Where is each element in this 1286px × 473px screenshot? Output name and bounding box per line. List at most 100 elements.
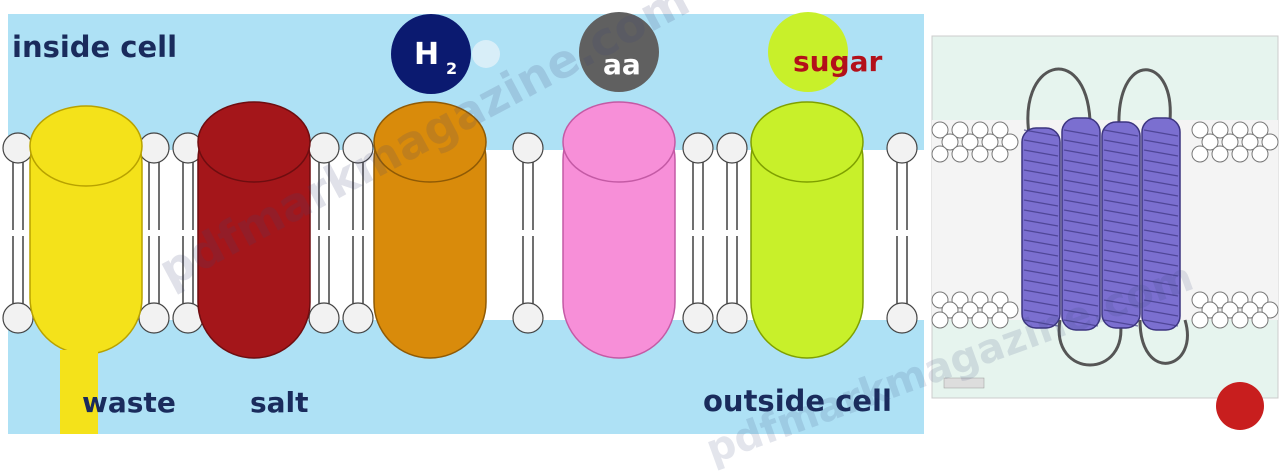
protein-panel-lipid-head — [931, 121, 949, 139]
helix-stripe — [1063, 179, 1099, 187]
helix-stripe — [1143, 269, 1179, 277]
helix-stripe — [1103, 249, 1139, 257]
protein-panel-lipid-head — [1231, 311, 1249, 329]
helix-stripe — [1063, 159, 1099, 167]
helix-stripe — [1143, 239, 1179, 247]
lipid-head — [342, 302, 374, 334]
helix-stripe — [1023, 269, 1059, 277]
lipid-head — [682, 302, 714, 334]
helix-stripe — [1143, 169, 1179, 177]
helix-stripe — [1023, 239, 1059, 247]
helix-stripe — [1143, 199, 1179, 207]
helix-stripe — [1143, 219, 1179, 227]
protein-panel-lipid-head — [951, 145, 969, 163]
helix-stripe — [1023, 249, 1059, 257]
protein-panel-lipid-head — [991, 121, 1009, 139]
channel-amino-acid — [562, 101, 676, 359]
helix-stripe — [1103, 149, 1139, 157]
helix-stripe — [1063, 189, 1099, 197]
lipid-head — [512, 132, 544, 164]
lipid-head — [308, 132, 340, 164]
helix-stripe — [1063, 199, 1099, 207]
helix-stripe — [1063, 149, 1099, 157]
helix-stripe — [1103, 219, 1139, 227]
channel-water — [373, 101, 487, 359]
helix-stripe — [1063, 229, 1099, 237]
protein-panel-lipid-head — [1211, 145, 1229, 163]
helix-stripe — [1143, 189, 1179, 197]
helix-stripe — [1103, 259, 1139, 267]
helix-stripe — [1063, 319, 1099, 327]
helix-stripe — [1103, 169, 1139, 177]
water-h-label: H — [414, 37, 439, 72]
protein-panel-lipid-head — [971, 311, 989, 329]
helix-stripe — [1103, 139, 1139, 147]
helix-stripe — [1023, 159, 1059, 167]
helix-stripe — [1143, 279, 1179, 287]
helix-stripe — [1023, 199, 1059, 207]
lipid-head — [2, 302, 34, 334]
protein-panel-lipid-head — [931, 145, 949, 163]
sugar-molecule — [768, 12, 848, 92]
helix-stripe — [1023, 209, 1059, 217]
protein-panel-lipid-head — [991, 311, 1009, 329]
lipid-tails — [12, 162, 908, 304]
helix-stripe — [1023, 129, 1059, 137]
protein-panel-lipid-head — [1221, 133, 1239, 151]
helix-stripe — [1023, 299, 1059, 307]
helix-stripe — [1023, 189, 1059, 197]
protein-panel-lipid-head — [981, 133, 999, 151]
amino-acid-molecule: aa — [579, 12, 659, 92]
helix-stripe — [1023, 139, 1059, 147]
protein-panel-lipid-head — [1191, 311, 1209, 329]
helix-stripe — [1063, 129, 1099, 137]
protein-panel-lipid-head — [1211, 311, 1229, 329]
helix-stripe — [1023, 309, 1059, 317]
helix-stripe — [1063, 259, 1099, 267]
helix-stripe — [1063, 169, 1099, 177]
protein-panel-lipid-head — [1231, 145, 1249, 163]
water-subscript-label: 2 — [446, 59, 457, 78]
lipid-heads — [2, 132, 918, 334]
helix-stripe — [1143, 159, 1179, 167]
helix-stripe — [1023, 319, 1059, 327]
helix-stripe — [1023, 179, 1059, 187]
helix-stripe — [1103, 279, 1139, 287]
water-molecule: H 2 — [391, 14, 500, 94]
sugar-label: sugar — [793, 45, 883, 78]
helix-stripe — [1103, 129, 1139, 137]
amino-acid-label: aa — [603, 48, 641, 81]
lipid-head — [342, 132, 374, 164]
protein-panel-lipid-head — [1001, 133, 1019, 151]
lipid-head — [512, 302, 544, 334]
helix-stripe — [1023, 149, 1059, 157]
helix-stripe — [1103, 319, 1139, 327]
helix-stripe — [1063, 269, 1099, 277]
lipid-head — [886, 132, 918, 164]
helix-stripe — [1143, 299, 1179, 307]
protein-helices — [1021, 117, 1181, 331]
protein-panel-lipid-head — [951, 121, 969, 139]
helix-stripe — [1063, 219, 1099, 227]
protein-panel-lipid-head — [1251, 121, 1269, 139]
protein-panel-lipid-head — [1261, 133, 1279, 151]
channel-waste — [29, 105, 143, 434]
helix-stripe — [1103, 229, 1139, 237]
salt-label: salt — [250, 386, 309, 419]
helix-stripe — [1143, 229, 1179, 237]
helix-stripe — [1063, 209, 1099, 217]
helix-stripe — [1143, 209, 1179, 217]
protein-panel-lipid-head — [991, 145, 1009, 163]
helix-stripe — [1103, 299, 1139, 307]
helix-stripe — [1103, 289, 1139, 297]
protein-panel-lipid-head — [931, 311, 949, 329]
helix-stripe — [1103, 239, 1139, 247]
helix-stripe — [1143, 319, 1179, 327]
outside-cell-label: outside cell — [703, 384, 892, 418]
protein-panel-lipid-head — [1201, 133, 1219, 151]
helix-stripe — [1023, 279, 1059, 287]
waste-label: waste — [82, 386, 176, 419]
protein-panel-lipid-head — [971, 121, 989, 139]
protein-panel-lipid-head — [1241, 133, 1259, 151]
lipid-head — [308, 302, 340, 334]
